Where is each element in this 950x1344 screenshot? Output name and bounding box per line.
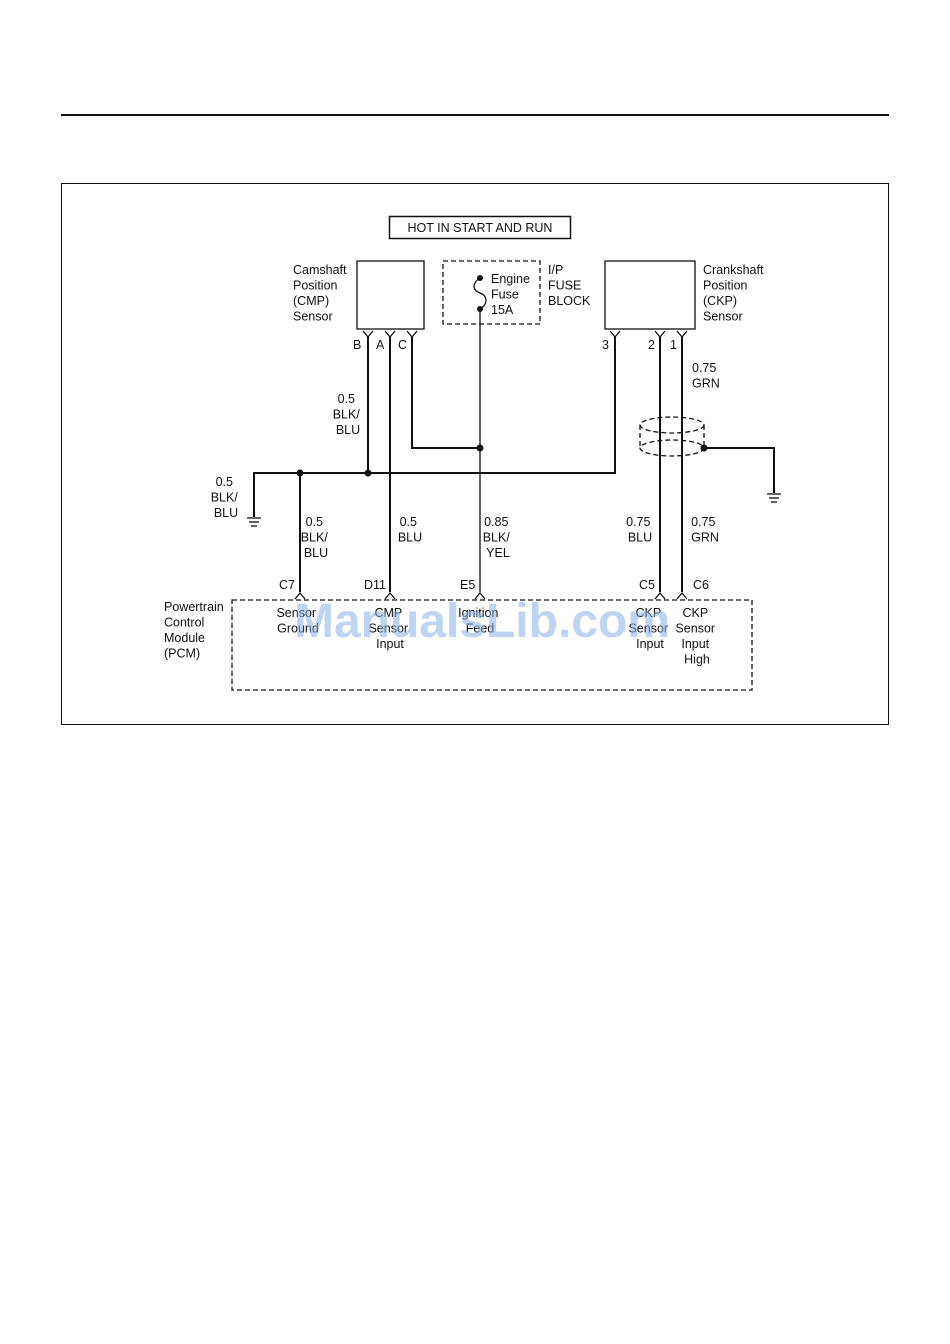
cmp-pin-b-label: B [353, 338, 361, 352]
cmp-sensor-box [356, 260, 425, 330]
ckp-sensor-box [604, 260, 696, 330]
fuse-label: Engine Fuse 15A [491, 272, 533, 317]
ckp-pin-1-connector [676, 330, 688, 339]
pcm-input-e5-label: Ignition Feed [458, 606, 502, 636]
ckp-pin-2-connector [654, 330, 666, 339]
fuse-block-box [442, 260, 541, 325]
ckp-pin-3-label: 3 [602, 338, 609, 352]
cmp-sensor-label: Camshaft Position (CMP) Sensor [293, 263, 350, 324]
pcm-pin-c6-label: C6 [693, 578, 709, 592]
pcm-input-d11-label: CMP Sensor Input [368, 606, 411, 651]
hot-box-label: HOT IN START AND RUN [408, 221, 553, 235]
ground-right-icon [767, 493, 781, 503]
pcm-pin-c5-label: C5 [639, 578, 655, 592]
pcm-pin-c7-label: C7 [279, 578, 295, 592]
pcm-box [231, 599, 753, 691]
wire-ground-bus [253, 337, 616, 517]
fuse-symbol [473, 277, 487, 310]
pcm-d11-connector [384, 591, 396, 600]
pcm-input-c7-label: Sensor Ground [276, 606, 319, 636]
wire-label-c6: 0.75 GRN [691, 515, 719, 545]
pcm-c6-connector [676, 591, 688, 600]
pcm-input-c6-label: CKP Sensor Input High [675, 606, 718, 667]
cmp-pin-a-label: A [376, 338, 385, 352]
wire-cmp-c-to-fuse [411, 337, 480, 449]
pcm-c7-connector [294, 591, 306, 600]
shield-icon [639, 416, 705, 457]
splice-ground-c7 [296, 469, 304, 477]
ckp-pin-1-label: 1 [670, 338, 677, 352]
watermark: ManualsLib.com [294, 595, 670, 648]
wire-label-c5: 0.75 BLU [626, 515, 654, 545]
ckp-pin-2-label: 2 [648, 338, 655, 352]
cmp-pin-a-connector [384, 330, 396, 339]
ckp-sensor-label: Crankshaft Position (CKP) Sensor [703, 263, 767, 324]
wire-label-cmp-b: 0.5 BLK/ BLU [333, 392, 364, 437]
diagram-frame [61, 183, 889, 725]
pcm-pin-e5-label: E5 [460, 578, 475, 592]
wire-label-ground-left: 0.5 BLK/ BLU [211, 475, 242, 520]
pcm-e5-connector [474, 591, 486, 600]
splice-fuse-cmp-c [476, 444, 484, 452]
pcm-label: Powertrain Control Module (PCM) [164, 600, 227, 661]
fuse-block-label: I/P FUSE BLOCK [548, 263, 591, 308]
page-header-rule [61, 114, 889, 116]
wire-label-c7: 0.5 BLK/ BLU [301, 515, 332, 560]
ckp-pin-3-connector [609, 330, 621, 339]
wire-label-d11: 0.5 BLU [398, 515, 422, 545]
wire-label-ckp-top: 0.75 GRN [692, 361, 720, 391]
pcm-input-c5-label: CKP Sensor Input [628, 606, 671, 651]
cmp-pin-b-connector [362, 330, 374, 339]
pcm-c5-connector [654, 591, 666, 600]
wire-label-e5: 0.85 BLK/ YEL [483, 515, 514, 560]
pcm-pin-d11-label: D11 [364, 578, 386, 592]
hot-box [388, 215, 572, 240]
ground-left-icon [247, 517, 261, 527]
splice-ground-cmp-b [364, 469, 372, 477]
cmp-pin-c-connector [406, 330, 418, 339]
wire-shield-drain [704, 447, 775, 493]
cmp-pin-c-label: C [398, 338, 407, 352]
